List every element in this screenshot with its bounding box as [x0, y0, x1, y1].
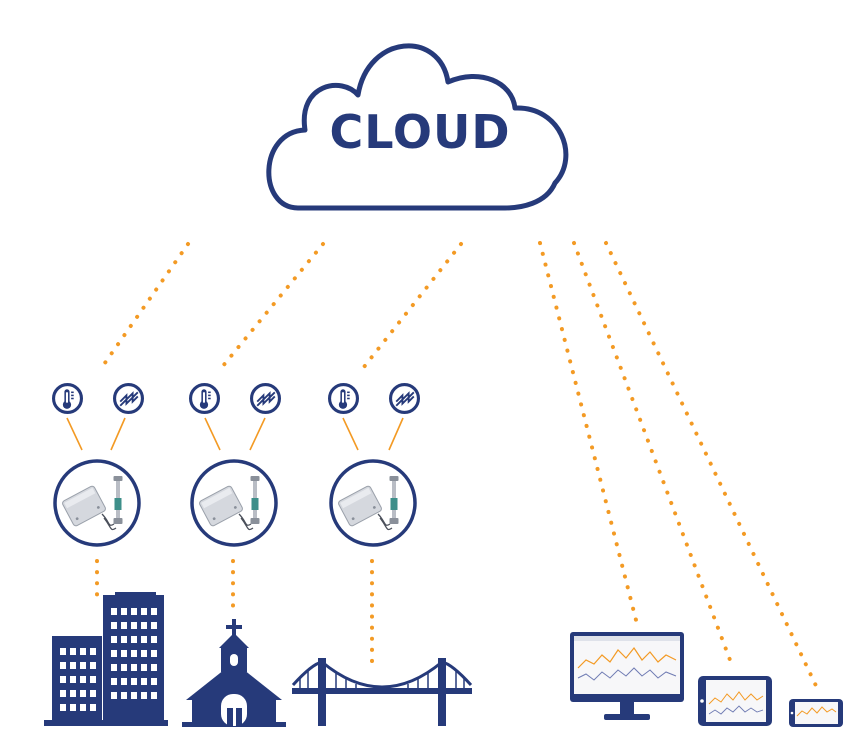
desktop-monitor-icon — [570, 632, 684, 720]
thermometer-icon — [189, 383, 220, 414]
building-icon — [44, 592, 168, 726]
vibration-icon — [389, 383, 420, 414]
dotted-link-monitor — [538, 241, 638, 622]
dotted-link-tablet — [572, 241, 732, 662]
cloud-label: CLOUD — [329, 105, 511, 159]
cloud-links — [95, 241, 820, 692]
thermometer-icon — [328, 383, 359, 414]
sensor-device-building — [53, 459, 141, 547]
dotted-link-phone — [604, 241, 820, 692]
dotted-link-bridge — [358, 242, 463, 374]
sensor-device-church — [190, 459, 278, 547]
bridge-icon — [291, 658, 473, 726]
thermometer-icon — [52, 383, 83, 414]
smartphone-icon — [789, 699, 843, 727]
cloud-outline — [266, 43, 569, 211]
dotted-link-building — [98, 242, 190, 372]
sensor-device-bridge — [329, 459, 417, 547]
icon-connectors — [66, 417, 404, 451]
vibration-icon — [113, 383, 144, 414]
tablet-icon — [698, 676, 772, 726]
church-icon — [182, 619, 286, 727]
dotted-link-church — [216, 242, 325, 374]
vibration-icon — [250, 383, 281, 414]
